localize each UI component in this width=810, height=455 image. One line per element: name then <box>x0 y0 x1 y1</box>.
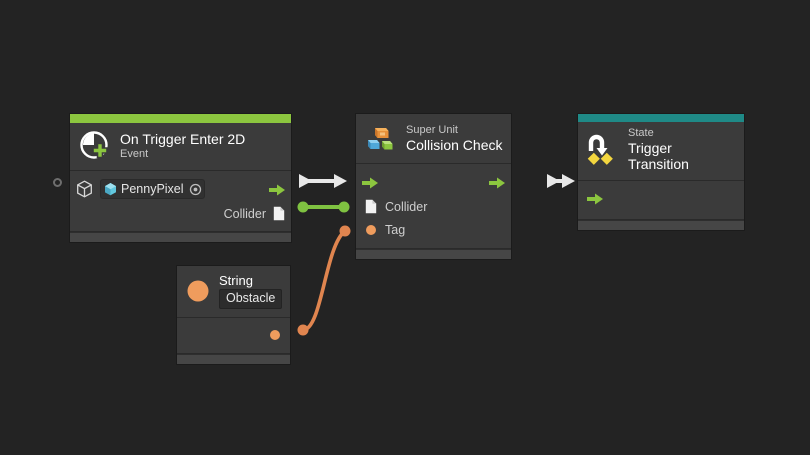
port-row-collider-output: Collider <box>70 202 291 225</box>
string-value-input[interactable]: Obstacle <box>219 289 283 310</box>
target-object-field[interactable]: PennyPixel <box>100 179 205 199</box>
gameobject-outline-icon <box>76 180 93 198</box>
node-body: PennyPixel <box>70 171 291 232</box>
gameobject-cube-icon <box>104 182 117 196</box>
node-title: String <box>219 273 253 288</box>
node-header: String Obstacle <box>177 266 290 319</box>
node-accent-bar <box>70 114 291 123</box>
port-row-target: PennyPixel <box>70 176 291 202</box>
string-dot-icon <box>185 278 211 304</box>
node-title: On Trigger Enter 2D <box>120 131 246 148</box>
port-label-collider: Collider <box>385 199 428 214</box>
node-subtitle: Super Unit <box>406 124 458 137</box>
node-header: Super Unit Collision Check <box>356 114 511 164</box>
node-title: Collision Check <box>406 137 503 154</box>
port-label-tag: Tag <box>385 222 406 237</box>
node-string-literal[interactable]: String Obstacle <box>176 265 291 366</box>
node-super-unit-collision-check[interactable]: Super Unit Collision Check <box>355 113 512 260</box>
connection-data-tag[interactable] <box>297 225 351 336</box>
connection-data-collider[interactable] <box>297 201 350 213</box>
document-icon[interactable] <box>365 199 377 214</box>
flow-input-arrow-icon[interactable] <box>587 192 603 205</box>
target-object-value: PennyPixel <box>121 182 184 196</box>
node-footer <box>356 249 511 259</box>
node-on-trigger-enter-2d[interactable]: On Trigger Enter 2D Event <box>69 113 292 243</box>
node-state-trigger-transition[interactable]: State Trigger Transition <box>577 113 745 231</box>
node-footer <box>70 232 291 242</box>
port-row-flow-input <box>578 186 744 210</box>
event-circle-plus-icon <box>78 129 112 163</box>
node-subtitle: Event <box>120 147 149 160</box>
flow-output-arrow-icon[interactable] <box>269 183 285 196</box>
node-accent-bar <box>578 114 744 122</box>
port-row-string-output <box>177 324 290 346</box>
node-header: State Trigger Transition <box>578 122 744 181</box>
port-label-collider: Collider <box>223 206 266 221</box>
node-header: On Trigger Enter 2D Event <box>70 123 291 171</box>
unconnected-port-icon[interactable] <box>53 178 62 187</box>
document-icon[interactable] <box>273 206 285 221</box>
flow-input-arrow-icon[interactable] <box>362 176 378 189</box>
connection-flow-superunit-to-state[interactable] <box>547 174 575 188</box>
node-footer <box>578 220 744 230</box>
connection-flow-event-to-superunit[interactable] <box>299 174 347 188</box>
port-row-flow <box>356 169 511 195</box>
node-body <box>177 318 290 355</box>
string-dot-icon[interactable] <box>366 224 376 235</box>
string-dot-icon[interactable] <box>270 330 280 341</box>
node-body: Collider Tag <box>356 164 511 249</box>
object-picker-target-icon[interactable] <box>189 183 202 196</box>
state-transition-icon <box>586 133 620 167</box>
node-body <box>578 181 744 220</box>
port-row-collider-input: Collider <box>356 195 511 218</box>
node-subtitle: State <box>628 127 654 139</box>
node-footer <box>177 354 290 365</box>
node-title: Trigger Transition <box>628 139 689 173</box>
super-unit-blocks-icon <box>364 122 398 156</box>
port-row-tag-input: Tag <box>356 218 511 241</box>
flow-output-arrow-icon[interactable] <box>489 176 505 189</box>
